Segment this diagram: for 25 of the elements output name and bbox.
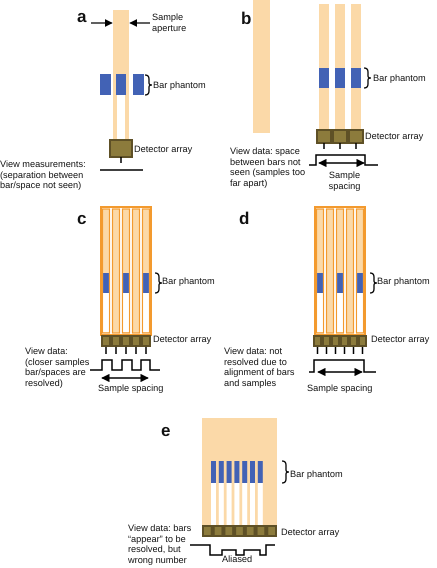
label-text: Detector array [371,334,430,345]
label-text: Detector array [153,334,212,345]
label-text: Bar phantom [373,73,426,84]
label-text: Detector array [365,131,424,142]
label-text: Sample spacing [307,383,372,394]
label-text: Sample aperture [152,12,188,34]
panel-letter: b [241,10,252,28]
panel-letter: c [77,210,86,228]
label-text: Bar phantom [290,469,343,480]
caption-text: View data: not resolved due to alignment of bars and samples [224,346,296,388]
label-text: Sample spacing [328,170,362,192]
label-text: Sample spacing [98,383,164,394]
caption-text: View data: (closer samples bar/spaces are resolved) [25,346,90,388]
label-text: Detector array [134,144,192,155]
caption-text: View data: bars “appear” to be resolved, but wrong number [128,523,192,566]
caption-text: View data: space between bars not seen (samples too far apart) [230,146,306,188]
label-text: Aliased [222,554,252,565]
label-text: Bar phantom [153,80,206,91]
label-text: Bar phantom [162,276,215,287]
panel-letter: e [161,422,170,440]
panel-letter: a [77,8,86,26]
label-text: Detector array [281,527,340,538]
caption-text: View measurements: (separation between bar/space not seen) [0,159,87,191]
panel-letter: d [239,210,250,228]
label-text: Bar phantom [377,276,430,287]
